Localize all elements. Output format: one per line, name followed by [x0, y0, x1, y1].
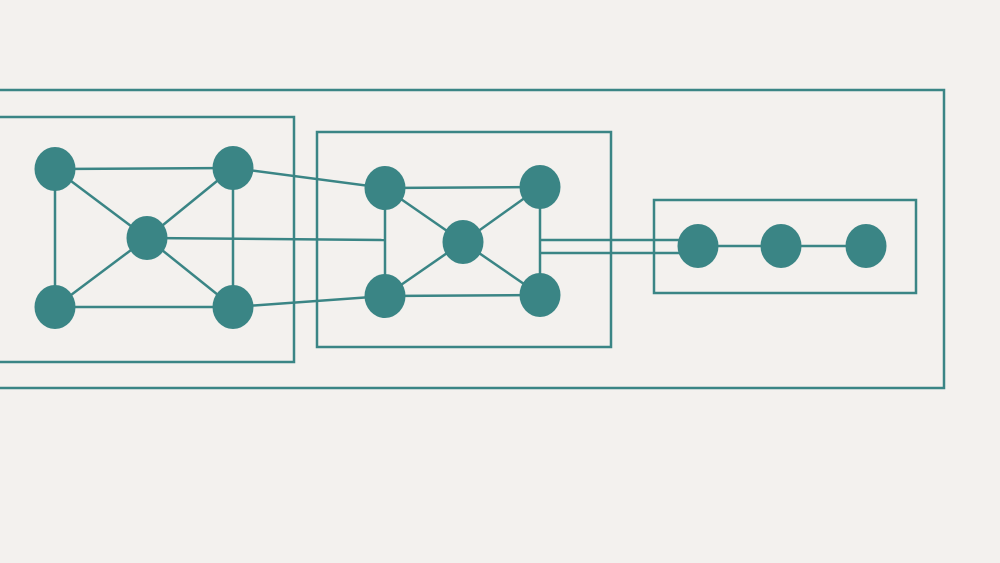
edge-a5-b4: [232, 294, 386, 309]
node-b4: [364, 274, 406, 318]
edge-a2-b1: [232, 166, 386, 190]
node-b1: [364, 166, 406, 210]
node-a3: [126, 216, 168, 260]
nodes: [34, 146, 887, 329]
node-c2: [760, 224, 802, 268]
edge-a1-a2: [54, 166, 234, 171]
node-a2: [212, 146, 254, 190]
edge-a3-b-left: [146, 236, 386, 242]
outer-container-box: [0, 88, 946, 390]
edge-b4-b5: [384, 293, 541, 298]
node-b3: [442, 220, 484, 264]
node-a1: [34, 147, 76, 191]
node-a4: [34, 285, 76, 329]
node-c3: [845, 224, 887, 268]
cluster-c-box: [652, 198, 918, 295]
node-b5: [519, 273, 561, 317]
node-b2: [519, 165, 561, 209]
edge-b1-b2: [384, 185, 541, 190]
node-c1: [677, 224, 719, 268]
node-a5: [212, 285, 254, 329]
